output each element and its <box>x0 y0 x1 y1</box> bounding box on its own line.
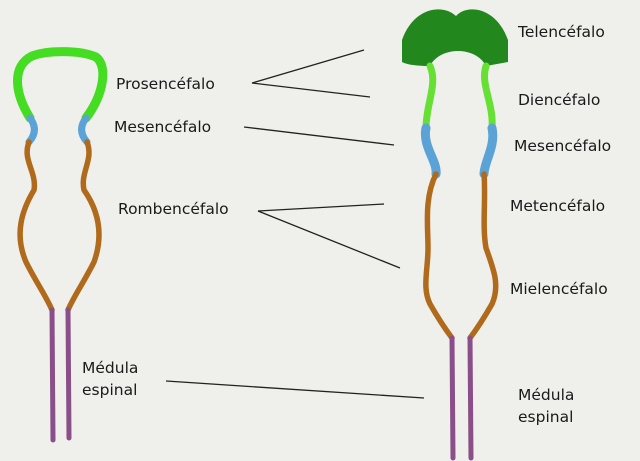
label-metencefalo: Metencéfalo <box>510 197 606 215</box>
three-vesicle-brain <box>13 47 108 443</box>
label-medula-left: Médula espinal <box>82 357 138 401</box>
leader-rombencefalo-metencefalo <box>257 203 385 212</box>
rombencefalo-right-stage-right-wall <box>467 171 499 341</box>
label-mesencefalo-left: Mesencéfalo <box>114 118 212 136</box>
five-vesicle-brain <box>402 9 508 461</box>
mesencefalo-left-wall <box>25 114 38 146</box>
label-medula-right: Médula espinal <box>518 384 574 428</box>
rombencefalo-left-wall <box>17 139 55 313</box>
label-prosencefalo: Prosencéfalo <box>116 75 215 93</box>
leader-lines <box>165 49 425 399</box>
label-mesencefalo-right: Mesencéfalo <box>514 137 612 155</box>
label-medula-left-line1: Médula <box>82 359 139 377</box>
mesencefalo-right-stage-right-wall <box>479 123 498 179</box>
leader-prosencefalo-telencefalo <box>251 49 365 84</box>
label-diencefalo: Diencéfalo <box>518 91 601 109</box>
label-telencefalo: Telencéfalo <box>518 23 605 41</box>
label-rombencefalo: Rombencéfalo <box>118 200 229 218</box>
medula-left-tube-b <box>65 307 72 441</box>
leader-prosencefalo-diencefalo <box>251 82 371 98</box>
label-medula-right-line2: espinal <box>518 408 574 426</box>
label-medula-right-line1: Médula <box>518 386 575 404</box>
leader-medula <box>165 380 425 399</box>
label-mielencefalo: Mielencéfalo <box>510 280 608 298</box>
rombencefalo-right-wall <box>65 139 102 313</box>
diencefalo-left-wall <box>422 62 437 132</box>
telencefalo-vesicle <box>402 9 508 66</box>
label-medula-left-line2: espinal <box>82 381 138 399</box>
prosencefalo-vesicle <box>13 47 108 123</box>
leader-mesencefalo <box>243 126 395 146</box>
medula-right-tube-b <box>467 335 474 461</box>
diencefalo-right-wall <box>481 62 496 132</box>
medula-right-tube-a <box>449 335 456 461</box>
medula-left-tube-a <box>49 307 56 443</box>
mesencefalo-right-stage-left-wall <box>420 123 441 179</box>
mesencefalo-right-wall <box>78 114 91 146</box>
rombencefalo-right-stage-left-wall <box>423 171 455 341</box>
leader-rombencefalo-mielencefalo <box>257 210 401 269</box>
